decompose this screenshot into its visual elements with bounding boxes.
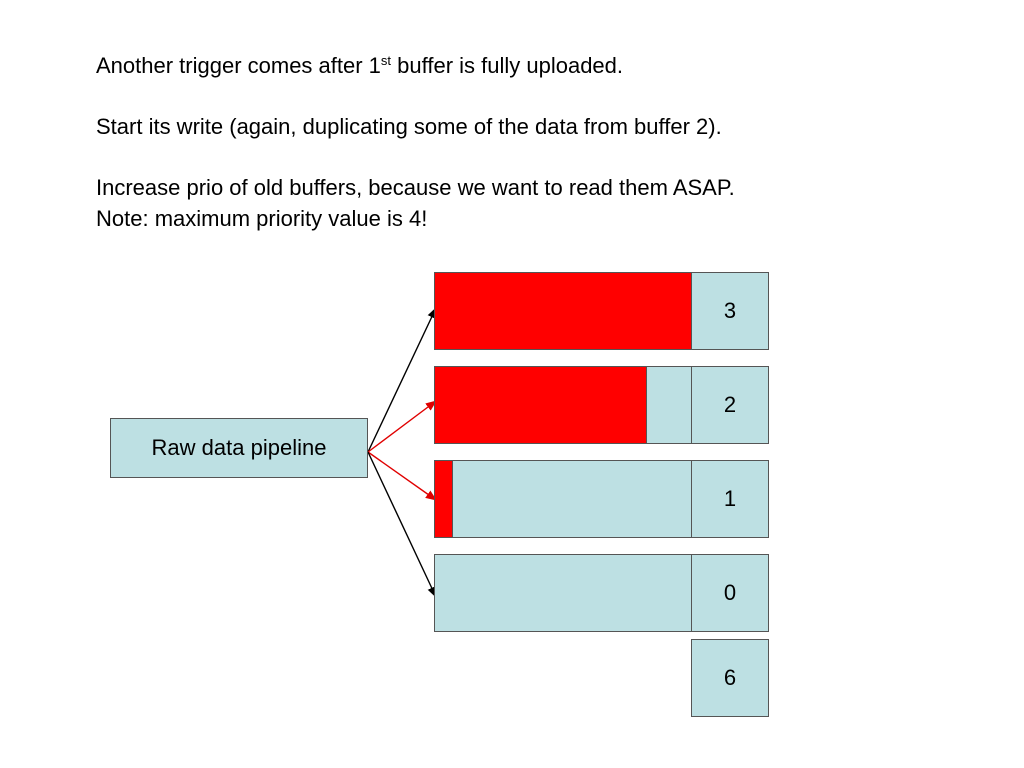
intro-line-write: Start its write (again, duplicating some…	[96, 114, 722, 139]
priority-box-extra: 6	[691, 639, 769, 717]
text-segment: Another trigger comes after 1	[96, 53, 381, 78]
priority-box-buffer-2: 2	[691, 366, 769, 444]
arrow-to-buffer-0	[367, 451, 437, 599]
buffer-1	[434, 460, 692, 538]
priority-value: 0	[723, 580, 737, 605]
buffer-fill	[435, 367, 648, 443]
buffer-3	[434, 272, 692, 350]
priority-value: 3	[723, 298, 737, 323]
priority-value: 2	[723, 392, 737, 417]
arrow-to-buffer-3	[367, 306, 437, 453]
pipeline-label: Raw data pipeline	[151, 435, 327, 460]
priority-box-buffer-1: 1	[691, 460, 769, 538]
intro-line-priority: Increase prio of old buffers, because we…	[96, 175, 735, 200]
arrow-to-buffer-2	[367, 400, 437, 453]
priority-box-buffer-3: 3	[691, 272, 769, 350]
intro-line-trigger: Another trigger comes after 1st buffer i…	[96, 53, 623, 79]
buffer-fill	[435, 273, 691, 349]
superscript: st	[380, 53, 392, 68]
buffer-2	[434, 366, 692, 444]
priority-box-buffer-0: 0	[691, 554, 769, 632]
raw-data-pipeline-box: Raw data pipeline	[110, 418, 368, 478]
priority-value: 1	[723, 486, 737, 511]
arrow-to-buffer-1	[367, 451, 437, 501]
buffer-fill	[435, 461, 453, 537]
intro-line-note: Note: maximum priority value is 4!	[96, 206, 428, 231]
buffer-0	[434, 554, 692, 632]
priority-value: 6	[723, 665, 737, 690]
text-segment: buffer is fully uploaded.	[391, 53, 624, 78]
